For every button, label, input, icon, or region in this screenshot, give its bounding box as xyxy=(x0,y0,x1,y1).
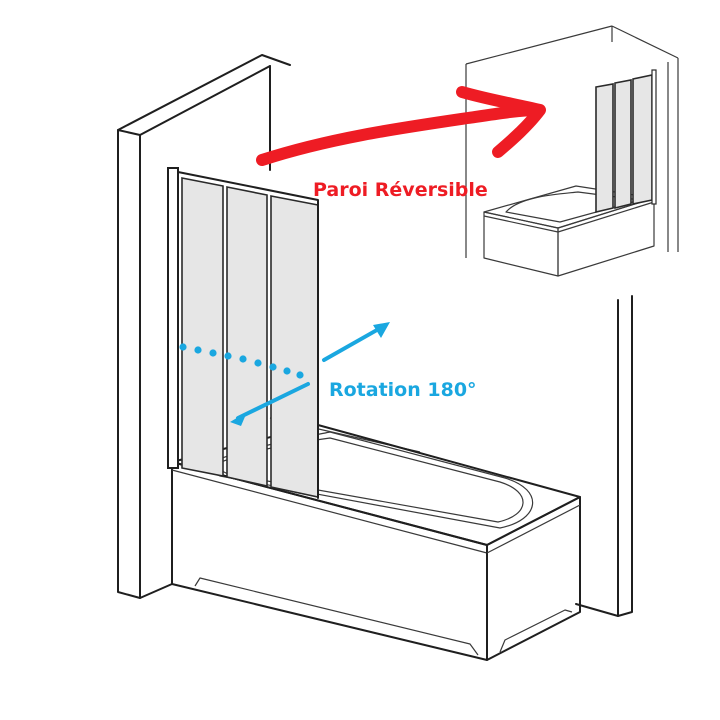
inset-glass-panel-2 xyxy=(614,79,632,210)
right-wall xyxy=(575,295,633,617)
inset-glass-panel-3 xyxy=(632,74,653,205)
reversible-label: Paroi Réversible xyxy=(313,179,488,201)
glass-panel-2 xyxy=(226,186,268,487)
reversible-arrow-icon xyxy=(256,86,546,166)
wall-profile xyxy=(167,167,179,469)
rotation-arrow-in-icon xyxy=(230,382,310,426)
main-bathroom-drawing xyxy=(117,54,633,661)
glass-panel-1 xyxy=(181,177,224,477)
rotation-dotted-line xyxy=(179,343,304,379)
inset-walls xyxy=(465,25,679,258)
left-wall xyxy=(117,54,291,599)
rotation-label: Rotation 180° xyxy=(329,379,477,401)
inset-wall-profile xyxy=(651,69,657,205)
rotation-indicator xyxy=(179,322,390,426)
inset-shower-screen xyxy=(595,69,657,214)
glass-panel-3 xyxy=(270,195,319,498)
rotation-arrow-out-icon xyxy=(322,322,390,362)
shower-screen xyxy=(167,167,319,499)
inset-glass-panel-1 xyxy=(595,83,614,214)
